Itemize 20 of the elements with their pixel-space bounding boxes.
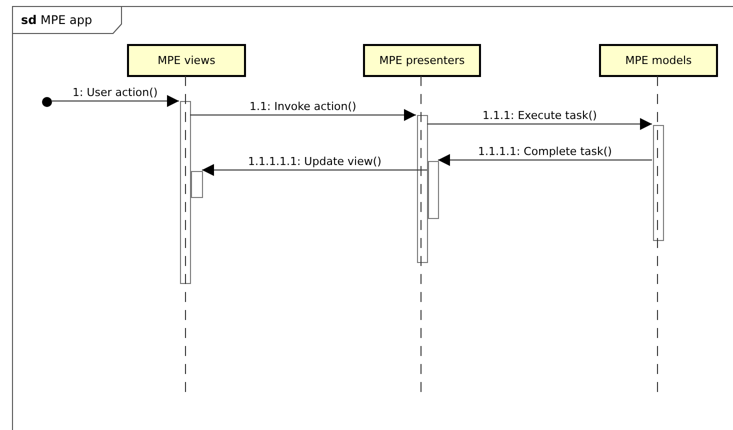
activation-bar [180,101,191,284]
message-arrow [202,164,428,176]
message-arrow [438,154,652,166]
message-arrow [426,118,652,130]
activation-bar [417,115,428,263]
start-dot [42,97,52,107]
message-arrow [50,95,180,107]
activation-bar [191,171,203,198]
message-label: 1.1.1.1.1: Update view() [247,155,382,168]
message-label: 1.1.1.1: Complete task() [477,145,613,158]
lifeline-head: MPE views [127,44,246,77]
lifeline-head: MPE presenters [363,44,481,77]
lifeline-head: MPE models [599,44,718,77]
frame-title: sd MPE app [21,13,92,27]
activation-bar [428,161,439,219]
message-label: 1.1: Invoke action() [248,100,358,113]
message-label: 1: User action() [72,86,159,99]
activation-bar [653,125,664,241]
message-arrow [190,109,416,121]
message-label: 1.1.1: Execute task() [482,109,598,122]
